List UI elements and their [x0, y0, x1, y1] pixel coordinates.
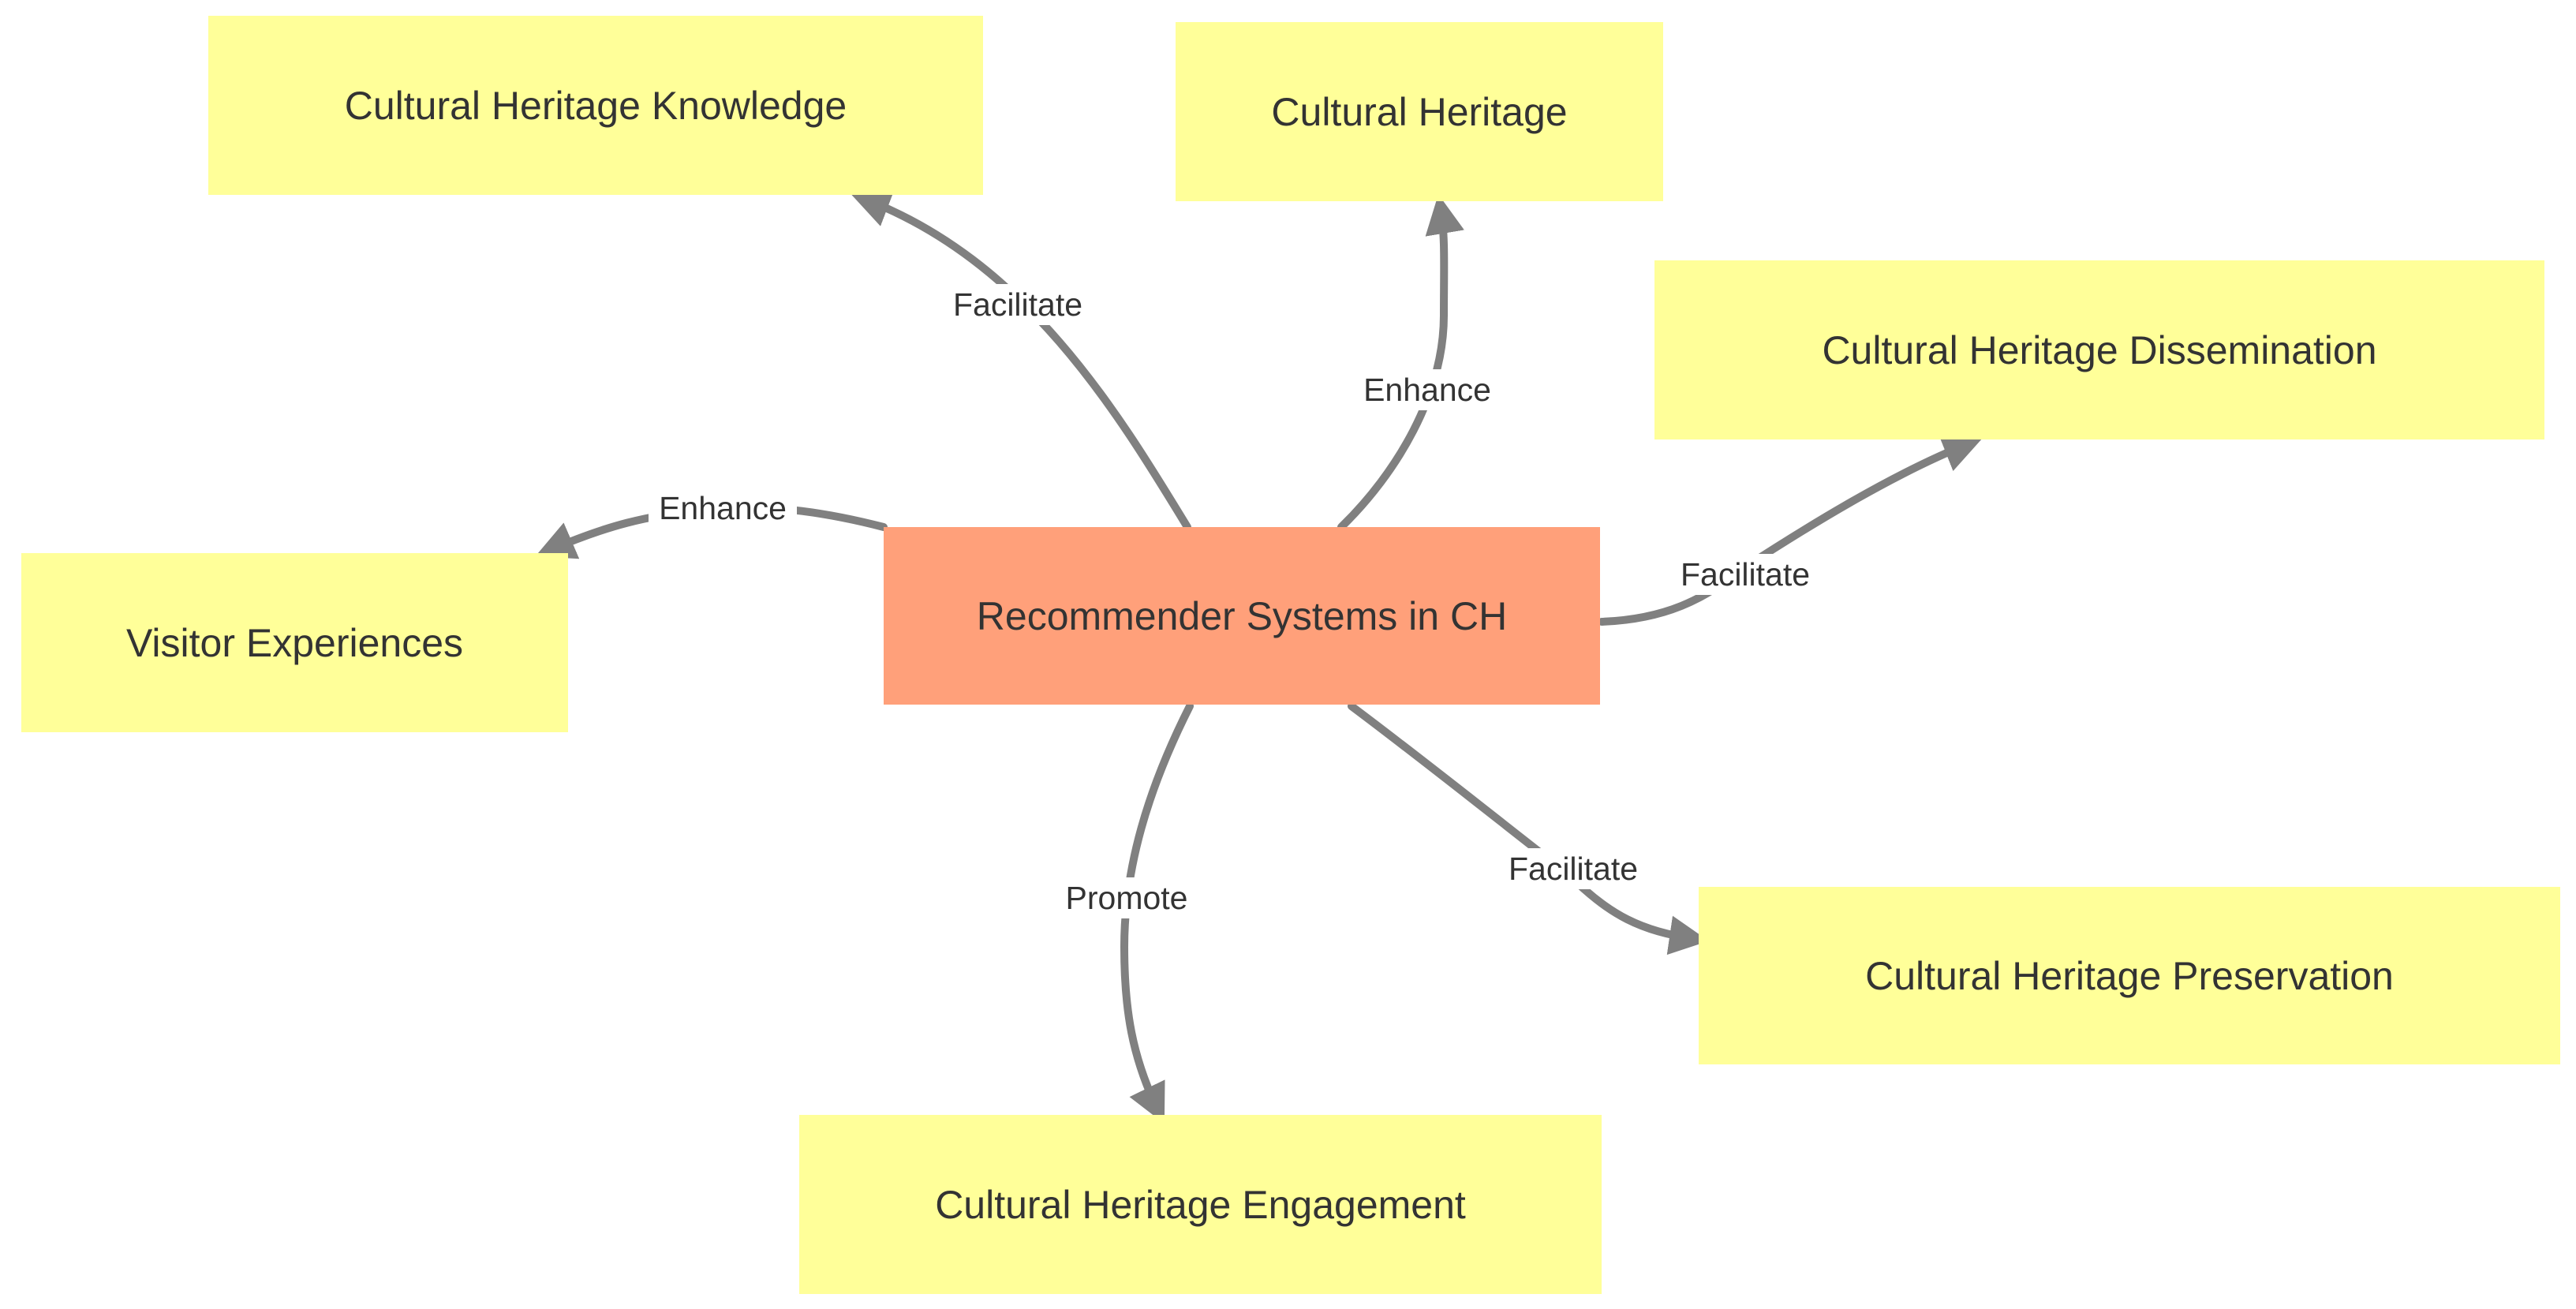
edge-label-background [1052, 877, 1201, 918]
node-visitor-experiences: Visitor Experiences [21, 553, 568, 732]
edge-hub-to-dissemination: Facilitate [1598, 434, 1983, 626]
edge-label-background [944, 284, 1092, 325]
node-recommender-systems-hub: Recommender Systems in CH [884, 527, 1600, 705]
edge-label-facilitate: Facilitate [953, 286, 1082, 323]
edge-line [1120, 702, 1194, 1124]
node-label: Cultural Heritage [1271, 89, 1568, 134]
node-label: Cultural Heritage Knowledge [344, 83, 847, 128]
node-cultural-heritage-knowledge: Cultural Heritage Knowledge [208, 16, 983, 195]
node-cultural-heritage-preservation: Cultural Heritage Preservation [1699, 887, 2560, 1064]
node-label: Visitor Experiences [125, 620, 464, 665]
node-cultural-heritage: Cultural Heritage [1176, 22, 1663, 201]
edge-hub-to-visitor: Enhance [535, 488, 888, 559]
node-label: Cultural Heritage Dissemination [1822, 327, 2377, 372]
edge-label-background [1499, 848, 1647, 889]
node-label: Cultural Heritage Engagement [935, 1182, 1466, 1227]
edge-hub-to-knowledge: Facilitate [851, 189, 1191, 531]
edge-line [851, 189, 1191, 531]
edge-line [1337, 194, 1464, 531]
edge-label-background [1671, 554, 1819, 595]
edge-label-background [649, 488, 797, 529]
edge-line [1598, 434, 1983, 626]
edge-label-background [1353, 369, 1501, 410]
node-label: Recommender Systems in CH [976, 593, 1508, 638]
edge-hub-to-engagement: Promote [1052, 702, 1201, 1124]
edge-line [1348, 702, 1709, 956]
edge-label-enhance: Enhance [659, 490, 787, 526]
node-cultural-heritage-dissemination: Cultural Heritage Dissemination [1654, 260, 2544, 439]
node-label: Cultural Heritage Preservation [1865, 953, 2394, 998]
edge-label-promote: Promote [1066, 880, 1188, 916]
edge-label-facilitate: Facilitate [1681, 556, 1810, 593]
edge-hub-to-heritage: Enhance [1337, 194, 1501, 531]
edge-label-enhance: Enhance [1363, 372, 1491, 408]
node-cultural-heritage-engagement: Cultural Heritage Engagement [799, 1115, 1602, 1294]
edge-hub-to-preservation: Facilitate [1348, 702, 1709, 956]
edge-label-facilitate: Facilitate [1509, 851, 1638, 887]
